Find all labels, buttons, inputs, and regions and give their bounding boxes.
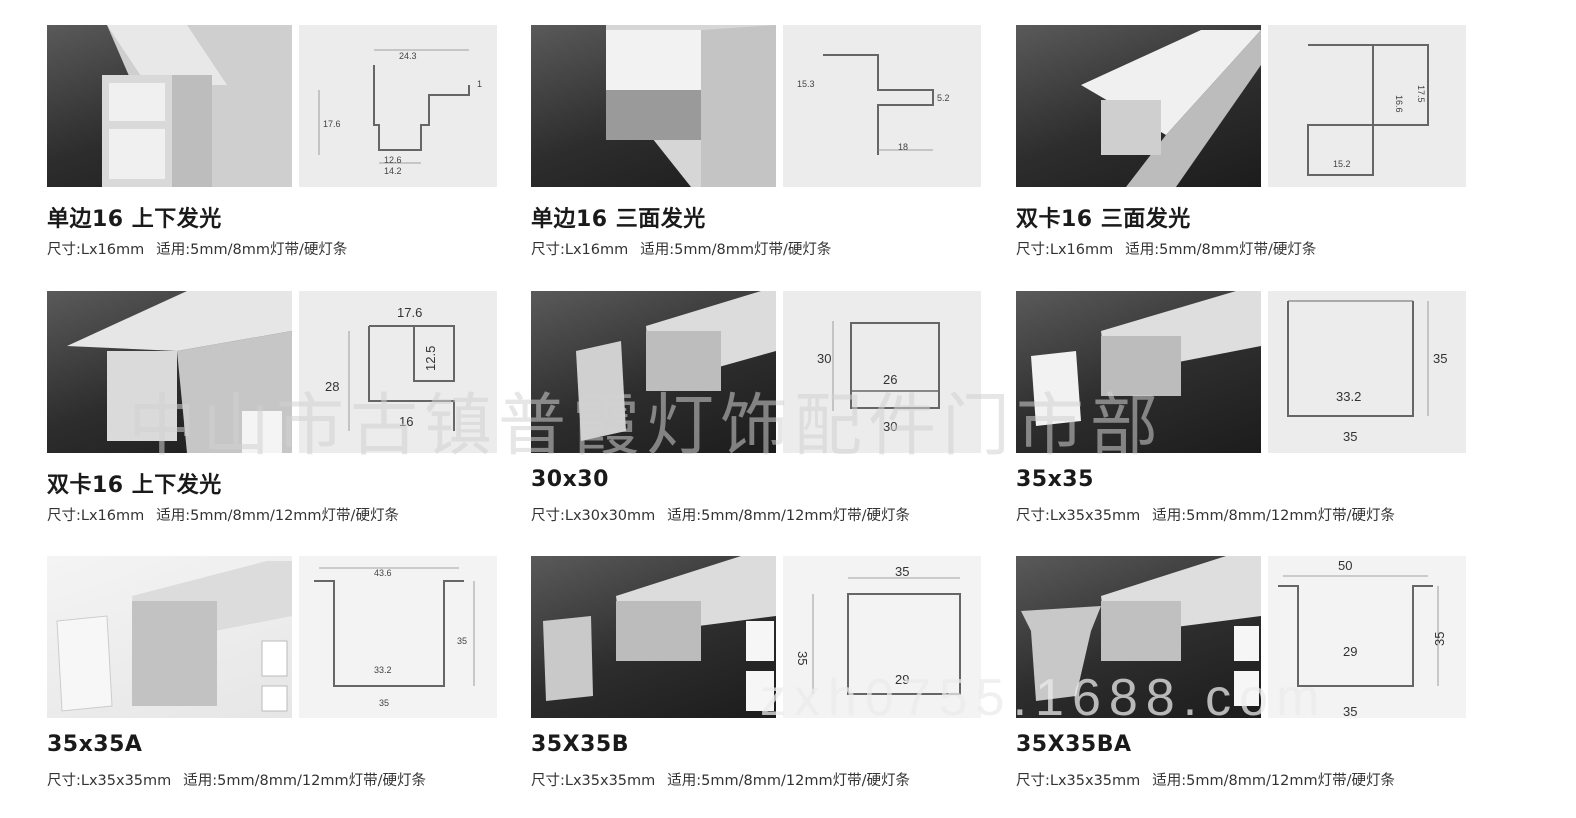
product-title: 单边16 上下发光 [47,207,222,232]
svg-text:35: 35 [1343,704,1357,718]
svg-text:35: 35 [379,698,389,708]
svg-text:29: 29 [895,672,909,687]
cross-section-drawing: 43.6 35 33.2 35 [299,556,497,718]
svg-text:15.3: 15.3 [797,79,815,89]
svg-text:12.6: 12.6 [384,155,402,165]
svg-text:16: 16 [399,414,413,429]
product-photo [1016,25,1261,187]
svg-text:43.6: 43.6 [374,568,392,578]
cross-section-drawing: 30 26 30 [783,291,981,453]
svg-text:28: 28 [325,379,339,394]
svg-text:35: 35 [1343,429,1357,444]
cross-section-drawing: 35 35 29 [783,556,981,718]
svg-text:30: 30 [817,351,831,366]
product-photo [531,291,776,453]
svg-text:33.2: 33.2 [374,665,392,675]
svg-text:14.2: 14.2 [384,166,402,176]
product-title: 单边16 三面发光 [531,207,706,232]
cross-section-drawing: 15.3 5.2 18 [783,25,981,187]
product-title: 35X35BA [1016,732,1132,757]
svg-text:35: 35 [1433,351,1447,366]
svg-text:15.2: 15.2 [1333,159,1351,169]
product-title: 双卡16 三面发光 [1016,207,1191,232]
product-title: 双卡16 上下发光 [47,473,222,498]
product-title: 35x35 [1016,467,1094,492]
product-title: 30x30 [531,467,609,492]
cross-section-drawing: 50 35 29 35 [1268,556,1466,718]
svg-text:29: 29 [1343,644,1357,659]
svg-text:35: 35 [795,651,810,665]
product-photo [47,291,292,453]
cross-section-drawing: 24.3 1 17.6 12.6 14.2 [299,25,497,187]
svg-text:12.5: 12.5 [423,346,438,371]
product-photo [531,25,776,187]
cross-section-drawing: 35 33.2 35 [1268,291,1466,453]
svg-text:24.3: 24.3 [399,51,417,61]
svg-text:35: 35 [457,636,467,646]
svg-text:35: 35 [1432,632,1447,646]
svg-text:17.6: 17.6 [397,305,422,320]
svg-text:5.2: 5.2 [937,93,950,103]
product-card[interactable]: 24.3 1 17.6 12.6 14.2 单边16 上下发光 尺寸:Lx16m… [47,25,497,265]
svg-text:1: 1 [477,79,482,89]
product-photo [1016,291,1261,453]
product-title: 35x35A [47,732,143,757]
cross-section-drawing: 16.6 17.5 15.2 [1268,25,1466,187]
svg-text:16.6: 16.6 [1394,95,1404,113]
svg-text:18: 18 [898,142,908,152]
cross-section-drawing: 17.6 28 12.5 16 [299,291,497,453]
product-photo [47,25,292,187]
svg-text:33.2: 33.2 [1336,389,1361,404]
svg-text:35: 35 [895,564,909,579]
svg-text:26: 26 [883,372,897,387]
product-photo [1016,556,1261,718]
svg-text:50: 50 [1338,558,1352,573]
product-title: 35X35B [531,732,629,757]
product-photo [47,556,292,718]
svg-text:30: 30 [883,419,897,434]
svg-text:17.5: 17.5 [1416,85,1426,103]
svg-text:17.6: 17.6 [323,119,341,129]
product-photo [531,556,776,718]
